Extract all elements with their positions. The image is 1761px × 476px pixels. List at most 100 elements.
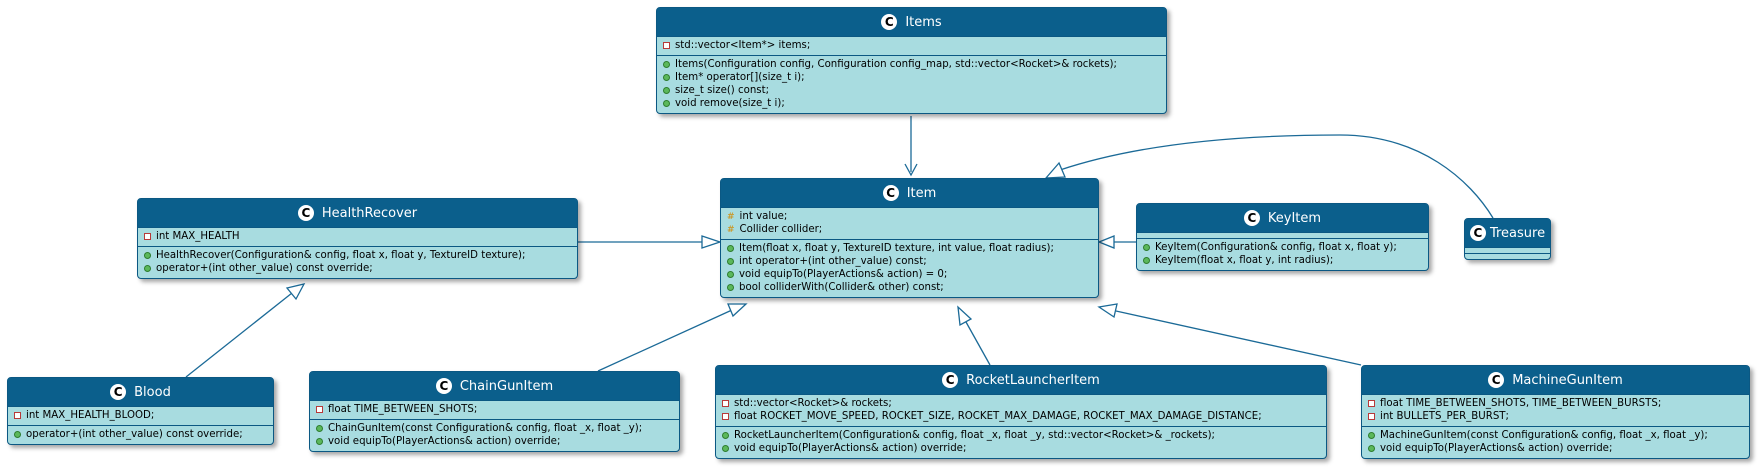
class-healthrecover[interactable]: C HealthRecover int MAX_HEALTH HealthRec…: [137, 198, 578, 279]
methods-section: MachineGunItem(const Configuration& conf…: [1362, 426, 1749, 458]
class-items[interactable]: C Items std::vector<Item*> items; Items(…: [656, 7, 1167, 114]
method-text: operator+(int other_value) const overrid…: [26, 429, 243, 440]
edge-blood-health: [185, 292, 293, 378]
method-text: KeyItem(Configuration& config, float x, …: [1155, 242, 1397, 253]
class-header: C ChainGunItem: [310, 372, 679, 401]
field-row: std::vector<Item*> items;: [663, 39, 1160, 52]
public-icon: [1143, 257, 1150, 264]
field-row: float TIME_BETWEEN_SHOTS;: [316, 403, 673, 416]
methods-section: ChainGunItem(const Configuration& config…: [310, 419, 679, 451]
methods-section: operator+(int other_value) const overrid…: [8, 425, 273, 444]
public-icon: [1368, 432, 1375, 439]
public-icon: [1368, 445, 1375, 452]
field-text: int MAX_HEALTH_BLOOD;: [26, 410, 155, 421]
class-treasure[interactable]: C Treasure: [1464, 218, 1551, 260]
fields-section: float TIME_BETWEEN_SHOTS, TIME_BETWEEN_B…: [1362, 395, 1749, 426]
method-text: bool colliderWith(Collider& other) const…: [739, 282, 944, 293]
method-row: int operator+(int other_value) const;: [727, 255, 1092, 268]
class-header: C MachineGunItem: [1362, 366, 1749, 395]
public-icon: [663, 74, 670, 81]
public-icon: [727, 284, 734, 291]
method-row: Item(float x, float y, TextureID texture…: [727, 242, 1092, 255]
method-row: Item* operator[](size_t i);: [663, 71, 1160, 84]
class-header: C Treasure: [1465, 219, 1550, 248]
class-header: C RocketLauncherItem: [716, 366, 1326, 395]
method-row: HealthRecover(Configuration& config, flo…: [144, 249, 571, 262]
edge-machine-item: [1115, 310, 1362, 366]
public-icon: [144, 265, 151, 272]
methods-section: KeyItem(Configuration& config, float x, …: [1137, 238, 1428, 270]
field-row: int MAX_HEALTH: [144, 230, 571, 243]
public-icon: [663, 61, 670, 68]
public-icon: [14, 431, 21, 438]
method-row: RocketLauncherItem(Configuration& config…: [722, 429, 1320, 442]
field-row: #Collider collider;: [727, 223, 1092, 236]
private-icon: [663, 42, 670, 49]
private-icon: [1368, 400, 1375, 407]
class-stereotype-icon: C: [297, 205, 314, 221]
field-row: int MAX_HEALTH_BLOOD;: [14, 409, 267, 422]
private-icon: [144, 233, 151, 240]
class-name: MachineGunItem: [1512, 372, 1623, 388]
private-icon: [14, 412, 21, 419]
class-rocketlauncheritem[interactable]: C RocketLauncherItem std::vector<Rocket>…: [715, 365, 1327, 459]
fields-section: std::vector<Item*> items;: [657, 37, 1166, 55]
triangle-health-item: [701, 235, 723, 249]
methods-section: [1465, 253, 1550, 259]
method-row: size_t size() const;: [663, 84, 1160, 97]
field-row: float TIME_BETWEEN_SHOTS, TIME_BETWEEN_B…: [1368, 397, 1743, 410]
edge-treasure-item: [1059, 134, 1494, 219]
public-icon: [722, 432, 729, 439]
triangle-rocket-item: [957, 305, 973, 327]
method-text: void equipTo(PlayerActions& action) over…: [734, 443, 967, 454]
class-header: C HealthRecover: [138, 199, 577, 228]
class-name: KeyItem: [1267, 210, 1322, 226]
fields-section: int MAX_HEALTH_BLOOD;: [8, 407, 273, 425]
method-text: Item(float x, float y, TextureID texture…: [739, 243, 1054, 254]
method-text: void equipTo(PlayerActions& action) over…: [1380, 443, 1613, 454]
field-text: float ROCKET_MOVE_SPEED, ROCKET_SIZE, RO…: [734, 411, 1262, 422]
method-text: void equipTo(PlayerActions& action) over…: [328, 436, 561, 447]
method-text: KeyItem(float x, float y, int radius);: [1155, 255, 1334, 266]
method-row: void equipTo(PlayerActions& action) over…: [316, 435, 673, 448]
triangle-chain-item: [727, 303, 748, 318]
field-text: Collider collider;: [739, 224, 823, 235]
method-text: Items(Configuration config, Configuratio…: [675, 59, 1117, 70]
method-row: void equipTo(PlayerActions& action) = 0;: [727, 268, 1092, 281]
class-machinegunitem[interactable]: C MachineGunItem float TIME_BETWEEN_SHOT…: [1361, 365, 1750, 459]
field-text: int MAX_HEALTH: [156, 231, 240, 242]
public-icon: [316, 438, 323, 445]
public-icon: [727, 245, 734, 252]
class-chaingunitem[interactable]: C ChainGunItem float TIME_BETWEEN_SHOTS;…: [309, 371, 680, 452]
class-stereotype-icon: C: [1469, 225, 1486, 241]
class-header: C Item: [721, 179, 1098, 208]
triangle-machine-item: [1097, 303, 1118, 319]
field-row: int BULLETS_PER_BURST;: [1368, 410, 1743, 423]
class-blood[interactable]: C Blood int MAX_HEALTH_BLOOD; operator+(…: [7, 377, 274, 445]
edge-chain-item: [597, 309, 733, 372]
class-stereotype-icon: C: [110, 384, 127, 400]
class-item[interactable]: C Item #int value; #Collider collider; I…: [720, 178, 1099, 298]
class-header: C Blood: [8, 378, 273, 407]
private-icon: [722, 400, 729, 407]
field-text: float TIME_BETWEEN_SHOTS, TIME_BETWEEN_B…: [1380, 398, 1662, 409]
private-icon: [1368, 413, 1375, 420]
triangle-key-item: [1097, 235, 1115, 249]
class-header: C KeyItem: [1137, 204, 1428, 233]
arrowhead-items-item: [904, 163, 918, 177]
method-row: KeyItem(float x, float y, int radius);: [1143, 254, 1422, 267]
class-name: RocketLauncherItem: [966, 372, 1100, 388]
class-keyitem[interactable]: C KeyItem KeyItem(Configuration& config,…: [1136, 203, 1429, 271]
method-text: RocketLauncherItem(Configuration& config…: [734, 430, 1215, 441]
method-row: ChainGunItem(const Configuration& config…: [316, 422, 673, 435]
triangle-blood-health: [285, 283, 306, 301]
class-stereotype-icon: C: [942, 372, 959, 388]
methods-section: Item(float x, float y, TextureID texture…: [721, 239, 1098, 297]
class-name: ChainGunItem: [459, 378, 554, 394]
public-icon: [663, 87, 670, 94]
field-row: #int value;: [727, 210, 1092, 223]
field-text: int BULLETS_PER_BURST;: [1380, 411, 1509, 422]
method-row: Items(Configuration config, Configuratio…: [663, 58, 1160, 71]
field-text: std::vector<Rocket>& rockets;: [734, 398, 892, 409]
